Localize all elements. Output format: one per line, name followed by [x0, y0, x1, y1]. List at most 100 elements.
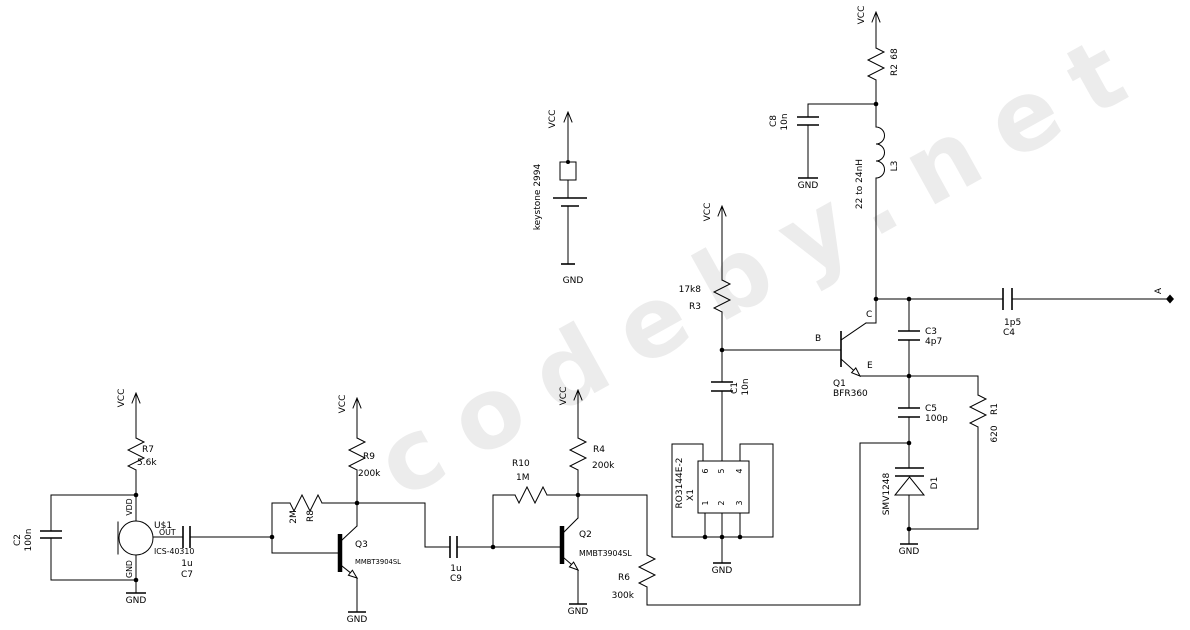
l3-name-label: L3 — [890, 161, 900, 172]
vcc-label: VCC — [117, 389, 127, 408]
mic-name-label: U$1 — [154, 521, 172, 531]
resistor-R8: 2M R8 — [289, 493, 323, 524]
c4-name-label: C4 — [1003, 328, 1015, 338]
resistor-R6: R6 300k — [612, 554, 657, 601]
resistor-R10: R10 1M — [512, 459, 548, 505]
q2-value-label: MMBT3904SL — [579, 549, 632, 558]
c1-name-label: C1 — [730, 382, 740, 394]
r8-value-label: 2M — [289, 510, 299, 524]
gnd-symbol: GND — [347, 611, 367, 625]
r8-name-label: R8 — [306, 510, 316, 522]
gnd-symbol: GND — [126, 592, 147, 606]
q1-value-label: BFR360 — [833, 389, 868, 399]
vcc-symbol: VCC — [857, 6, 881, 49]
r2-name-label: R2 — [890, 64, 900, 76]
mic-vdd-pin-label: VDD — [125, 498, 134, 515]
q1-base-label: B — [815, 334, 821, 344]
vcc-label: VCC — [857, 6, 867, 25]
transistor-Q1: B C E Q1 BFR360 — [815, 298, 877, 399]
gnd-symbol: GND — [712, 562, 733, 576]
r10-name-label: R10 — [512, 459, 530, 469]
capacitor-C1: C1 10n — [711, 378, 751, 396]
junction-dots — [133, 101, 912, 583]
battery-keystone-2994: keystone 2994 GND — [533, 161, 587, 286]
antenna-pin-label: A — [1154, 287, 1164, 294]
vcc-symbol: VCC — [548, 110, 573, 163]
varactor-D1: SMV1248 D1 — [882, 467, 940, 515]
r4-name-label: R4 — [593, 445, 605, 455]
r1-value-label: 620 — [990, 425, 1000, 442]
r1-name-label: R1 — [990, 403, 1000, 415]
r2-value-label: 68 — [890, 48, 900, 60]
gnd-label: GND — [568, 607, 589, 617]
resistor-R7: R7 5.6k — [126, 437, 157, 471]
c9-value-label: 1u — [450, 564, 461, 574]
battery-part-label: keystone 2994 — [533, 163, 543, 230]
q3-value-label: MMBT3904SL — [355, 558, 401, 566]
vcc-symbol: VCC — [703, 203, 727, 281]
q2-name-label: Q2 — [579, 530, 592, 540]
capacitor-C8: C8 10n — [769, 113, 819, 131]
x1-pin3-label: 3 — [735, 500, 744, 505]
c3-name-label: C3 — [925, 327, 937, 337]
c8-name-label: C8 — [769, 115, 779, 127]
mic-gnd-pin-label: GND — [125, 560, 134, 578]
transistor-Q3: Q3 MMBT3904SL — [337, 502, 401, 579]
mic-value-label: ICS-40310 — [154, 547, 194, 556]
gnd-symbol: GND — [568, 603, 589, 617]
r3-value-label: 17k8 — [679, 285, 702, 295]
vcc-label: VCC — [548, 110, 558, 129]
c3-value-label: 4p7 — [925, 337, 942, 347]
r10-value-label: 1M — [516, 473, 530, 483]
vcc-symbol: VCC — [559, 387, 583, 439]
x1-value-label: RO3144E-2 — [675, 458, 685, 509]
r4-value-label: 200k — [592, 461, 615, 471]
gnd-label: GND — [899, 547, 920, 557]
c7-value-label: 1u — [181, 559, 192, 569]
d1-name-label: D1 — [930, 477, 940, 490]
capacitor-C2: C2 100n — [13, 529, 62, 552]
transistor-Q2: Q2 MMBT3904SL — [559, 494, 632, 571]
mic-out-pin-label: OUT — [159, 528, 176, 537]
d1-value-label: SMV1248 — [882, 472, 892, 515]
resistor-R3: 17k8 R3 — [679, 279, 732, 313]
c9-name-label: C9 — [450, 574, 462, 584]
vcc-label: VCC — [338, 395, 348, 414]
c2-name-label: C2 — [13, 534, 23, 546]
r6-value-label: 300k — [612, 591, 635, 601]
r9-name-label: R9 — [363, 452, 375, 462]
c2-value-label: 100n — [24, 529, 34, 552]
r6-name-label: R6 — [618, 573, 630, 583]
battery-gnd-label: GND — [563, 276, 584, 286]
q1-name-label: Q1 — [833, 379, 846, 389]
resistor-R1: R1 620 — [968, 394, 1000, 443]
r3-name-label: R3 — [689, 302, 701, 312]
saw-resonator-X1: 6 5 4 1 2 3 RO3144E-2 X1 — [671, 443, 774, 538]
c8-value-label: 10n — [780, 113, 790, 130]
q3-name-label: Q3 — [355, 540, 368, 550]
capacitor-C7: 1u C7 — [181, 526, 193, 580]
inductor-L3: 22 to 24nH L3 — [855, 126, 900, 209]
resistor-R4: R4 200k — [568, 437, 615, 471]
capacitor-C3: C3 4p7 — [898, 327, 942, 347]
x1-name-label: X1 — [686, 489, 696, 501]
x1-pin4-label: 4 — [735, 468, 744, 473]
c7-name-label: C7 — [181, 570, 193, 580]
c1-value-label: 10n — [741, 378, 751, 395]
resistor-R2: R2 68 — [866, 47, 900, 81]
wires — [50, 79, 1167, 613]
r7-name-label: R7 — [142, 445, 154, 455]
resistor-R9: R9 200k — [347, 437, 381, 479]
x1-pin1-label: 1 — [701, 500, 710, 505]
vcc-label: VCC — [703, 203, 713, 222]
capacitor-C4: 1p5 C4 — [1002, 288, 1021, 338]
x1-pin2-label: 2 — [717, 500, 726, 505]
gnd-label: GND — [712, 566, 733, 576]
capacitor-C9: 1u C9 — [449, 536, 462, 584]
q1-collector-label: C — [866, 310, 872, 320]
gnd-symbol: GND — [798, 177, 818, 191]
vcc-symbol: VCC — [117, 389, 141, 439]
gnd-label: GND — [126, 596, 147, 606]
gnd-symbol: GND — [899, 543, 920, 557]
